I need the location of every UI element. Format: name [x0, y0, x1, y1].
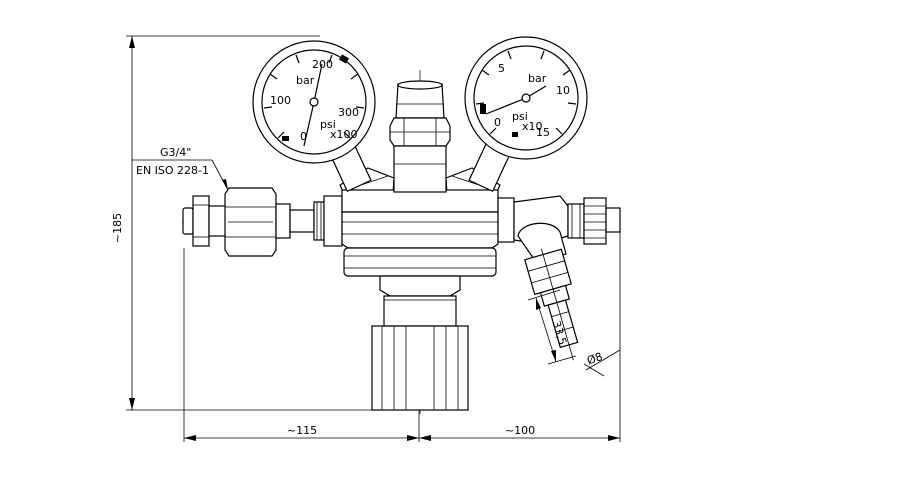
low-gauge-tick-0: 0 [494, 116, 501, 129]
low-pressure-gauge: 0 5 10 15 bar psi x10 [464, 36, 588, 193]
outlet-diameter-label: Ø8 [585, 350, 604, 368]
high-gauge-tick-100: 100 [270, 94, 291, 107]
high-gauge-tick-0: 0 [300, 130, 307, 143]
thread-size-label: G3/4" [160, 146, 191, 159]
thread-standard-label: EN ISO 228-1 [136, 164, 209, 177]
high-gauge-unit-bottom: psi [320, 118, 336, 131]
hose-outlet [517, 222, 579, 361]
outlet-dimensions: 33,5 Ø8 [527, 289, 621, 377]
width-dimensions: ~115 ~100 [183, 225, 621, 442]
low-gauge-ticks [475, 50, 577, 137]
high-gauge-tick-300: 300 [338, 106, 359, 119]
inlet-connector [182, 187, 343, 257]
low-gauge-needle [485, 97, 527, 115]
high-gauge-ticks [263, 54, 365, 141]
high-gauge-extra: x100 [330, 128, 358, 141]
low-gauge-tick-5: 5 [498, 62, 505, 75]
safety-valve [389, 80, 451, 193]
low-gauge-extra: x10 [522, 120, 543, 133]
high-gauge-unit-top: bar [296, 74, 315, 87]
low-gauge-tick-15: 15 [536, 126, 550, 139]
low-gauge-unit-top: bar [528, 72, 547, 85]
high-gauge-needle [303, 101, 315, 147]
height-dimension-label: ~185 [111, 213, 124, 243]
low-gauge-tick-10: 10 [556, 84, 570, 97]
high-pressure-gauge: 0 100 200 300 bar psi x100 [252, 40, 376, 193]
height-dimension: ~185 [111, 35, 372, 411]
inlet-thread-label: G3/4" EN ISO 228-1 [132, 146, 229, 191]
right-width-label: ~100 [505, 424, 535, 437]
left-width-label: ~115 [287, 424, 317, 437]
low-gauge-unit-bottom: psi [512, 110, 528, 123]
regulator-body [339, 167, 515, 411]
